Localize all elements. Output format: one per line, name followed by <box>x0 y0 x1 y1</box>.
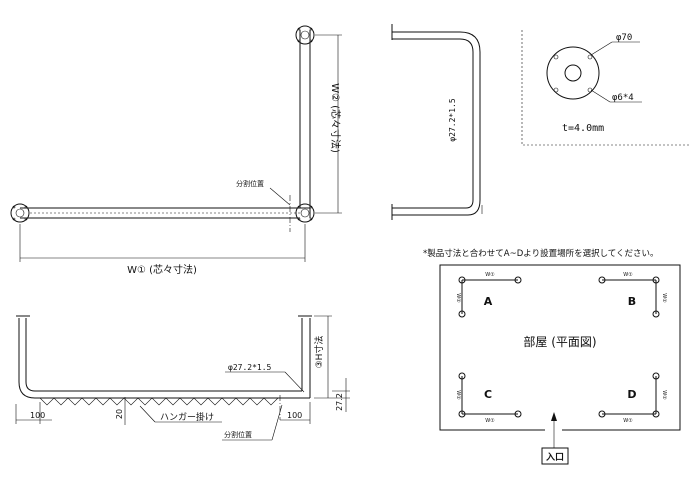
h-dimension-label: ③H寸法 <box>313 336 325 369</box>
corner-a: W① W② A <box>455 272 522 318</box>
corner-b-letter: B <box>628 295 636 308</box>
corner-c-w1: W① <box>485 418 495 424</box>
hanger-label: ハンガー掛け <box>160 411 214 423</box>
entrance-arrow-icon <box>551 412 557 421</box>
front-split-position-label: 分割位置 <box>224 430 252 439</box>
flange-hole-label: φ6*4 <box>612 93 634 103</box>
flange-detail: φ70 φ6*4 t=4.0mm <box>521 30 690 146</box>
front-view: 100 20 ハンガー掛け 分割位置 100 φ27.2*1.5 ③H寸法 27… <box>15 315 350 441</box>
corner-b: W① W② B <box>598 272 667 318</box>
dimension-100-left: 100 <box>30 411 45 420</box>
corner-a-w1: W① <box>485 272 495 278</box>
corner-c: W① W② C <box>455 372 522 424</box>
flange-corner <box>295 203 315 223</box>
entrance-label: 入口 <box>545 452 564 463</box>
corner-c-w2: W② <box>455 390 461 400</box>
corner-d-w2: W② <box>661 390 667 400</box>
l-shape-plan-view: 分割位置 W① (芯々寸法) W② (芯々寸法) <box>10 25 342 276</box>
corner-d-letter: D <box>627 388 636 401</box>
room-plan: *製品寸法と合わせてA~Dより設置場所を選択してください。 部屋 (平面図) W… <box>423 248 681 465</box>
w2-dimension-label: W② (芯々寸法) <box>329 83 342 153</box>
flange-left <box>10 203 30 223</box>
side-diameter-label: φ27.2*1.5 <box>448 98 457 142</box>
split-position-label: 分割位置 <box>236 179 264 188</box>
corner-d-w1: W① <box>623 418 633 424</box>
dimension-20: 20 <box>115 409 124 419</box>
corner-b-w2: W② <box>661 293 667 303</box>
dimension-27-2: 27.2 <box>335 393 344 411</box>
flange-top <box>295 25 315 45</box>
corner-a-w2: W② <box>455 293 461 303</box>
corner-a-letter: A <box>484 295 493 308</box>
front-diameter-label: φ27.2*1.5 <box>228 363 272 372</box>
dimension-100-right: 100 <box>287 411 302 420</box>
corner-d: W① W② D <box>598 372 667 424</box>
w1-dimension-label: W① (芯々寸法) <box>127 263 197 276</box>
flange-thickness-label: t=4.0mm <box>562 123 604 134</box>
corner-c-letter: C <box>484 388 492 401</box>
room-title: 部屋 (平面図) <box>523 334 596 349</box>
entrance-box <box>541 447 569 465</box>
side-view: φ27.2*1.5 <box>391 24 483 220</box>
selection-note: *製品寸法と合わせてA~Dより設置場所を選択してください。 <box>423 248 659 259</box>
corner-b-w1: W① <box>623 272 633 278</box>
flange-outer-diameter-label: φ70 <box>616 33 632 43</box>
